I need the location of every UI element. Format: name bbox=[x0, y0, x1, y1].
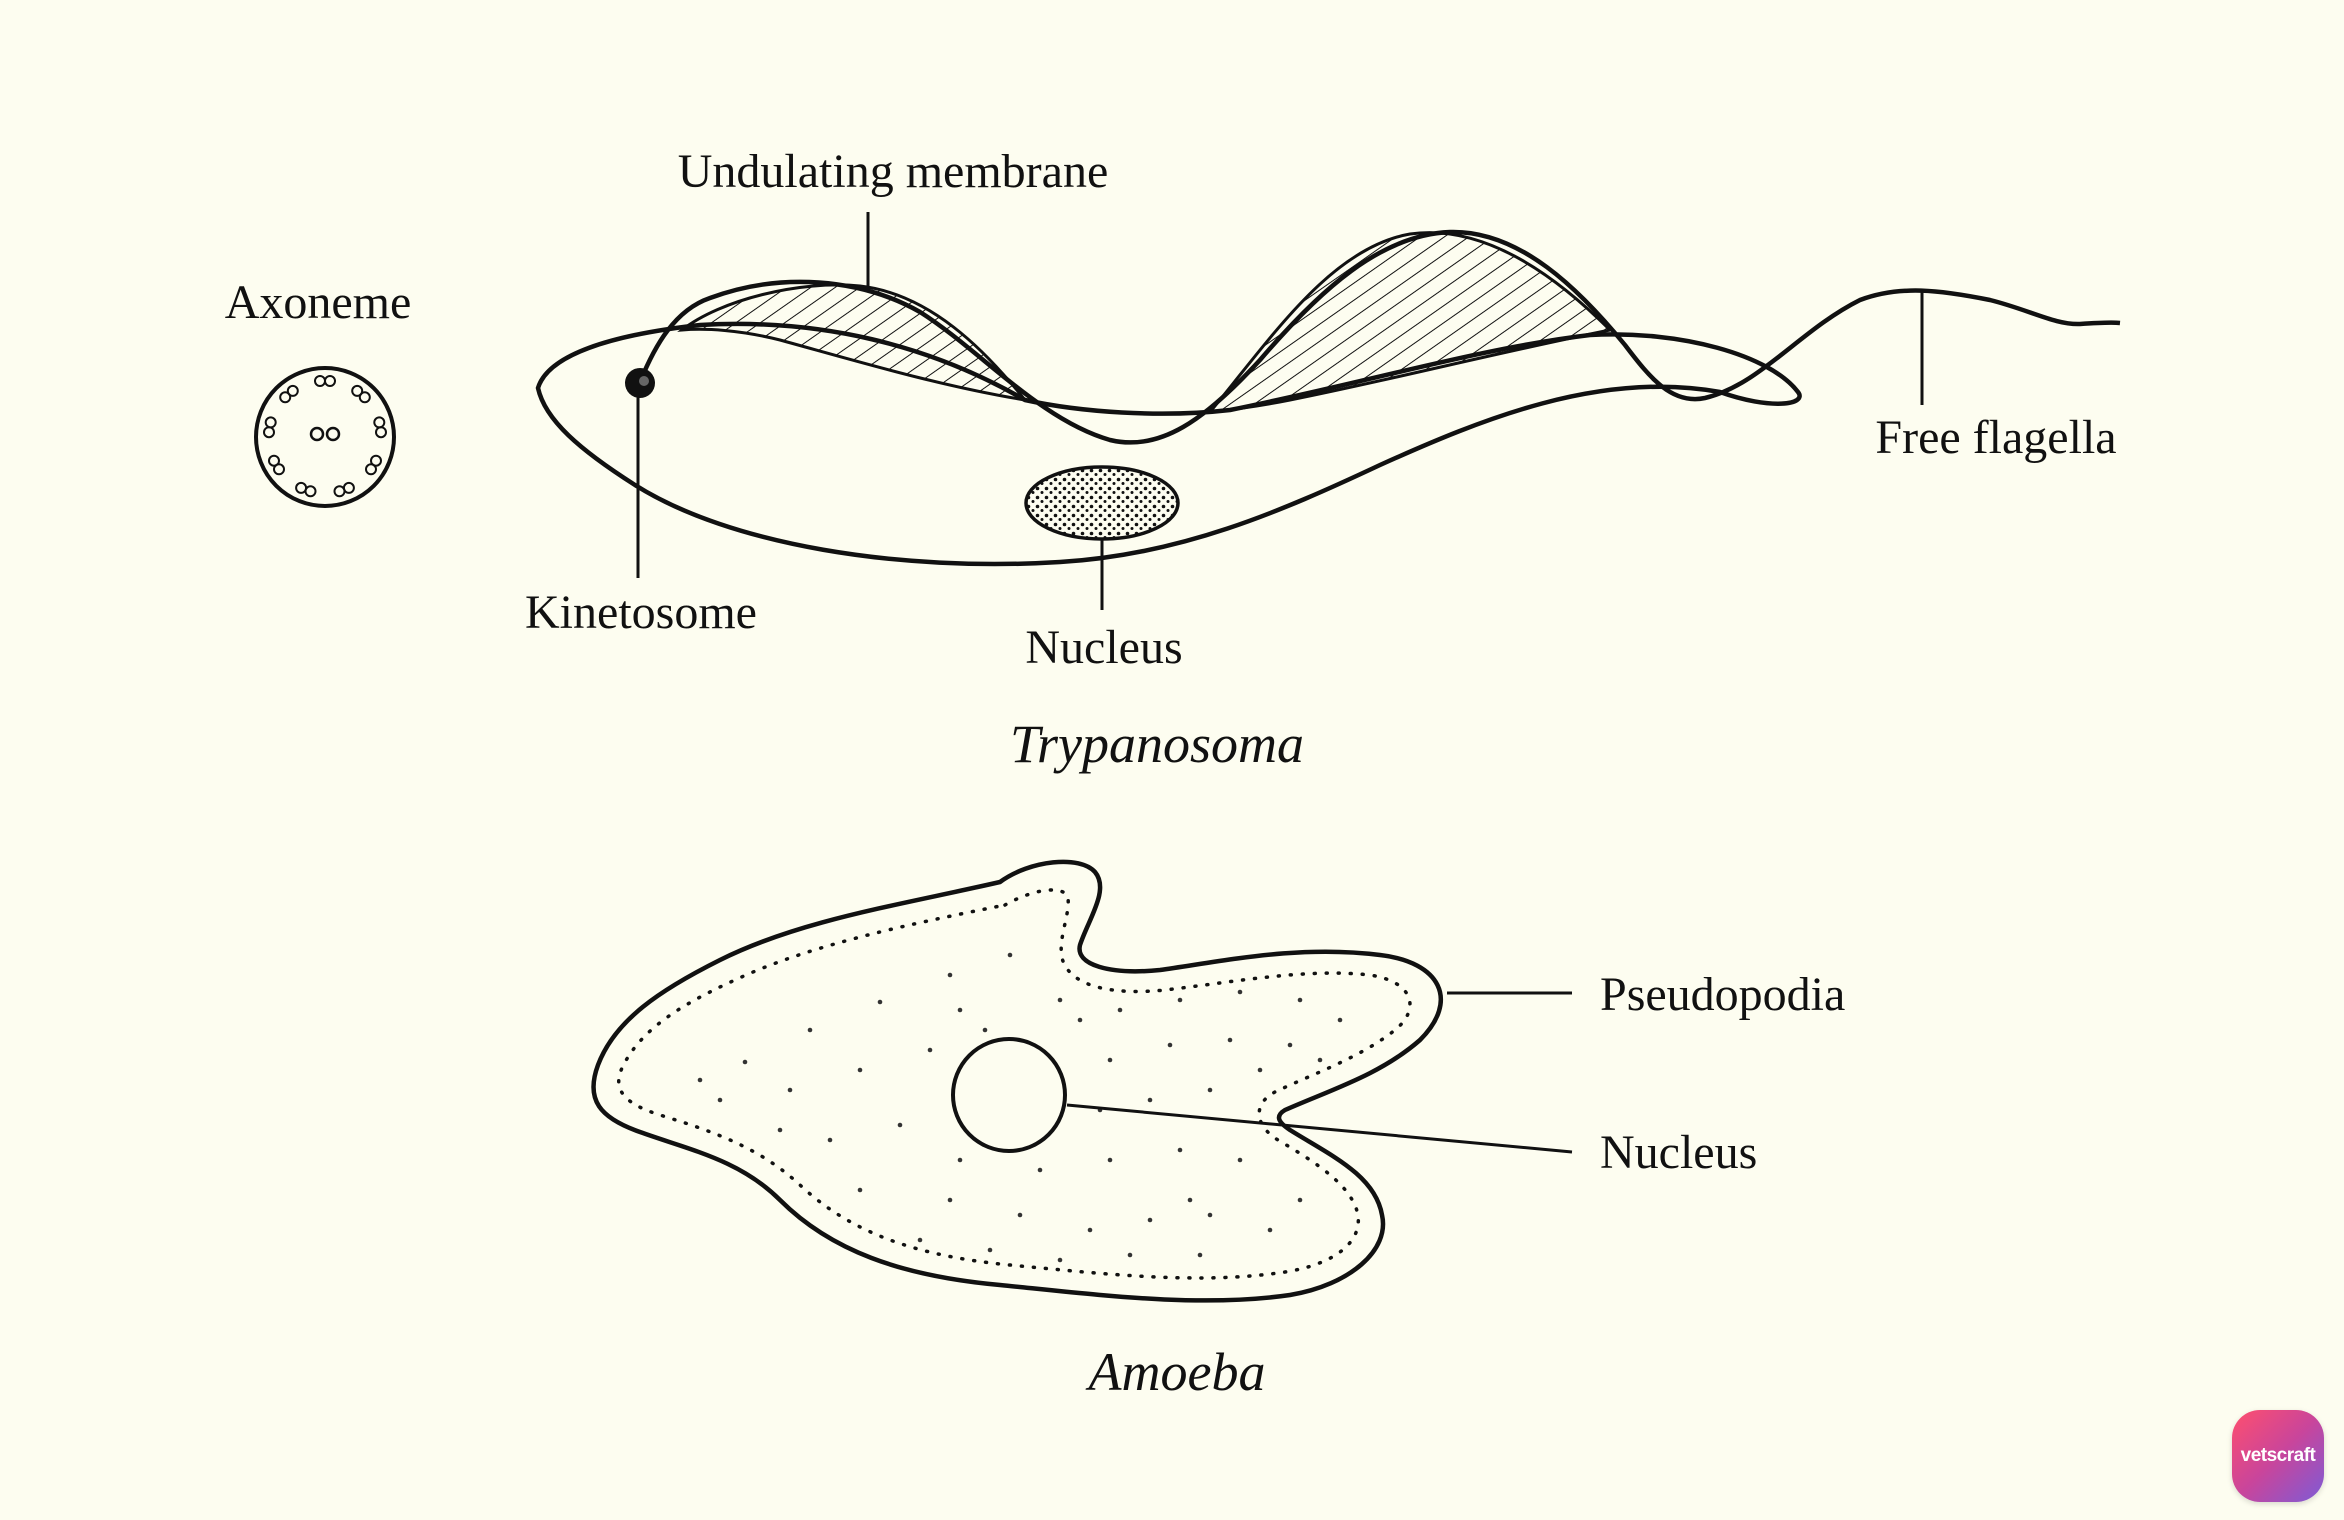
amoeba-granule bbox=[1188, 1198, 1193, 1203]
label-trypanosoma-nucleus: Nucleus bbox=[1025, 621, 1182, 674]
amoeba-granule bbox=[878, 1000, 883, 1005]
kinetosome-highlight bbox=[639, 376, 649, 386]
amoeba-granule bbox=[1318, 1058, 1323, 1063]
axoneme-doublet-tubule bbox=[360, 392, 370, 402]
amoeba-granule bbox=[1148, 1098, 1153, 1103]
amoeba-granule bbox=[1298, 1198, 1303, 1203]
axoneme-doublet-tubule bbox=[335, 486, 345, 496]
title-trypanosoma: Trypanosoma bbox=[1010, 714, 1304, 774]
axoneme-doublet-tubule bbox=[366, 464, 376, 474]
label-pseudopodia: Pseudopodia bbox=[1600, 968, 1845, 1021]
axoneme-cross-section bbox=[256, 368, 394, 506]
leader-amoeba-nucleus bbox=[1067, 1105, 1572, 1152]
axoneme-doublet-tubule bbox=[296, 483, 306, 493]
amoeba-granule bbox=[948, 973, 953, 978]
amoeba-granule bbox=[1268, 1228, 1273, 1233]
amoeba-granule bbox=[988, 1248, 993, 1253]
amoeba-granule bbox=[1238, 1158, 1243, 1163]
amoeba-granule bbox=[1178, 998, 1183, 1003]
axoneme-outline bbox=[256, 368, 394, 506]
amoeba-granule bbox=[858, 1068, 863, 1073]
amoeba-granule bbox=[828, 1138, 833, 1143]
amoeba-granule bbox=[948, 1198, 953, 1203]
axoneme-doublet-tubule bbox=[325, 376, 335, 386]
amoeba-granule bbox=[1208, 1213, 1213, 1218]
label-amoeba-nucleus: Nucleus bbox=[1600, 1126, 1757, 1179]
amoeba-granule bbox=[1288, 1043, 1293, 1048]
amoeba-granule bbox=[1198, 1253, 1203, 1258]
axoneme-doublet-tubule bbox=[269, 456, 279, 466]
amoeba-granule bbox=[1228, 1038, 1233, 1043]
trypanosoma-body bbox=[538, 324, 1800, 564]
vetscraft-watermark-badge: vetscraft bbox=[2232, 1410, 2324, 1502]
trypanosoma-nucleus bbox=[1026, 467, 1178, 539]
undulating-membrane-right bbox=[1210, 233, 1610, 412]
amoeba-granule bbox=[698, 1078, 703, 1083]
amoeba-granule bbox=[1168, 1043, 1173, 1048]
amoeba-granule bbox=[743, 1060, 748, 1065]
amoeba-granule bbox=[1018, 1213, 1023, 1218]
label-axoneme: Axoneme bbox=[225, 276, 412, 329]
undulating-membrane-left bbox=[682, 285, 1025, 400]
axoneme-outer-doublets bbox=[264, 376, 386, 496]
amoeba-granule bbox=[898, 1123, 903, 1128]
amoeba-nucleus bbox=[953, 1039, 1065, 1151]
amoeba-granule bbox=[958, 1158, 963, 1163]
amoeba-granule bbox=[1178, 1148, 1183, 1153]
amoeba-granule bbox=[1258, 1068, 1263, 1073]
amoeba-granule bbox=[928, 1048, 933, 1053]
title-amoeba: Amoeba bbox=[1086, 1342, 1266, 1402]
axoneme-doublet-tubule bbox=[288, 386, 298, 396]
amoeba-granule bbox=[1208, 1088, 1213, 1093]
amoeba-granule bbox=[1078, 1018, 1083, 1023]
amoeba-granule bbox=[718, 1098, 723, 1103]
label-free-flagella: Free flagella bbox=[1875, 411, 2116, 464]
amoeba-granule bbox=[1298, 998, 1303, 1003]
amoeba-granule bbox=[1058, 998, 1063, 1003]
amoeba-granule bbox=[1238, 990, 1243, 995]
amoeba-granule bbox=[1058, 1258, 1063, 1263]
amoeba-granule bbox=[1148, 1218, 1153, 1223]
axoneme-doublet-tubule bbox=[264, 427, 274, 437]
trypanosoma-group: Undulating membrane Axoneme Kinetosome N… bbox=[225, 145, 2120, 774]
label-kinetosome: Kinetosome bbox=[525, 586, 757, 639]
amoeba-granule bbox=[808, 1028, 813, 1033]
amoeba-granule bbox=[1108, 1058, 1113, 1063]
axoneme-doublet-tubule bbox=[376, 427, 386, 437]
amoeba-granule bbox=[918, 1238, 923, 1243]
amoeba-granule bbox=[788, 1088, 793, 1093]
amoeba-granule bbox=[1038, 1168, 1043, 1173]
axoneme-doublet-tubule bbox=[374, 417, 384, 427]
axoneme-central-pair bbox=[311, 428, 339, 440]
amoeba-granule bbox=[778, 1128, 783, 1133]
axoneme-doublet-tubule bbox=[315, 376, 325, 386]
label-undulating-membrane: Undulating membrane bbox=[678, 145, 1109, 198]
watermark-text: vetscraft bbox=[2241, 1445, 2316, 1467]
axoneme-doublet-tubule bbox=[266, 417, 276, 427]
amoeba-granule bbox=[1338, 1018, 1343, 1023]
amoeba-granule bbox=[1128, 1253, 1133, 1258]
amoeba-granule bbox=[1118, 1008, 1123, 1013]
amoeba-granule bbox=[858, 1188, 863, 1193]
amoeba-granule bbox=[1008, 953, 1013, 958]
amoeba-granule bbox=[958, 1008, 963, 1013]
amoeba-granule bbox=[983, 1028, 988, 1033]
amoeba-granule bbox=[1088, 1228, 1093, 1233]
amoeba-granule bbox=[1108, 1158, 1113, 1163]
amoeba-group: Pseudopodia Nucleus Amoeba bbox=[593, 862, 1845, 1402]
